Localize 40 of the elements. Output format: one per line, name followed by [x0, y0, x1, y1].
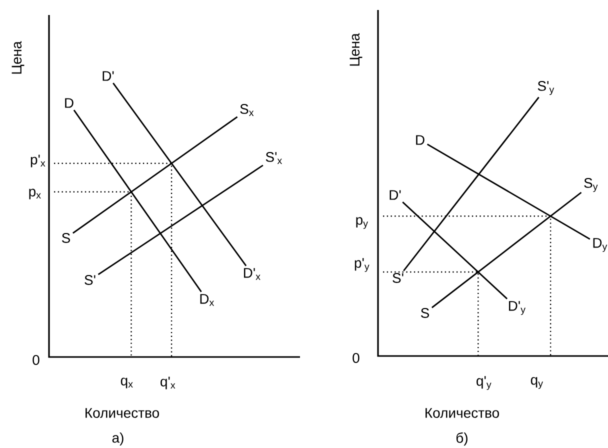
curve-label: S$_{y}$: [584, 178, 598, 192]
tick-label: p$_{x}$: [29, 188, 41, 200]
curve-line: [72, 116, 238, 234]
curve-line: [98, 164, 264, 276]
curve-label: D$_{y}$: [593, 238, 608, 252]
panel-label: а): [112, 432, 124, 446]
curve-label: S': [392, 273, 404, 283]
axis-title: Цена: [12, 41, 24, 74]
axis-title: Количество: [86, 408, 159, 418]
tick-label: q$_{y}$: [530, 377, 543, 389]
tick-label: p$_{y}$: [356, 217, 368, 229]
curve-line: [403, 96, 540, 272]
tick-label: q'$_{x}$: [160, 376, 176, 390]
curve-label: S'$_{y}$: [538, 81, 554, 95]
curve-label: D: [65, 98, 74, 108]
panel-label: б): [456, 432, 468, 446]
curve-label: S$_{x}$: [240, 104, 254, 116]
tick-label: q'$_{y}$: [476, 376, 492, 390]
curve-line: [73, 110, 202, 292]
curve-label: S'$_{x}$: [266, 152, 282, 164]
axis-title: Количество: [426, 408, 499, 418]
curve-label: S: [62, 233, 70, 243]
curve-line: [402, 202, 508, 300]
curve-label: D$_{x}$: [200, 294, 214, 306]
tick-label: 0: [32, 355, 40, 365]
axis-title: Цена: [350, 33, 362, 66]
tick-label: 0: [352, 353, 360, 363]
curve-label: S': [84, 275, 96, 285]
tick-label: q$_{x}$: [120, 378, 133, 388]
tick-label: p'$_{x}$: [30, 154, 46, 168]
curve-label: D': [102, 71, 114, 81]
curve-label: D: [416, 135, 424, 145]
curve-line: [431, 192, 582, 308]
curve-label: D'$_{x}$: [244, 268, 260, 280]
curve-label: D'$_{y}$: [508, 301, 526, 315]
curve-label: S: [420, 308, 430, 318]
tick-label: p'$_{y}$: [354, 258, 370, 272]
curve-label: D': [390, 190, 401, 200]
curve-line: [426, 144, 590, 240]
curve-line: [112, 82, 247, 266]
